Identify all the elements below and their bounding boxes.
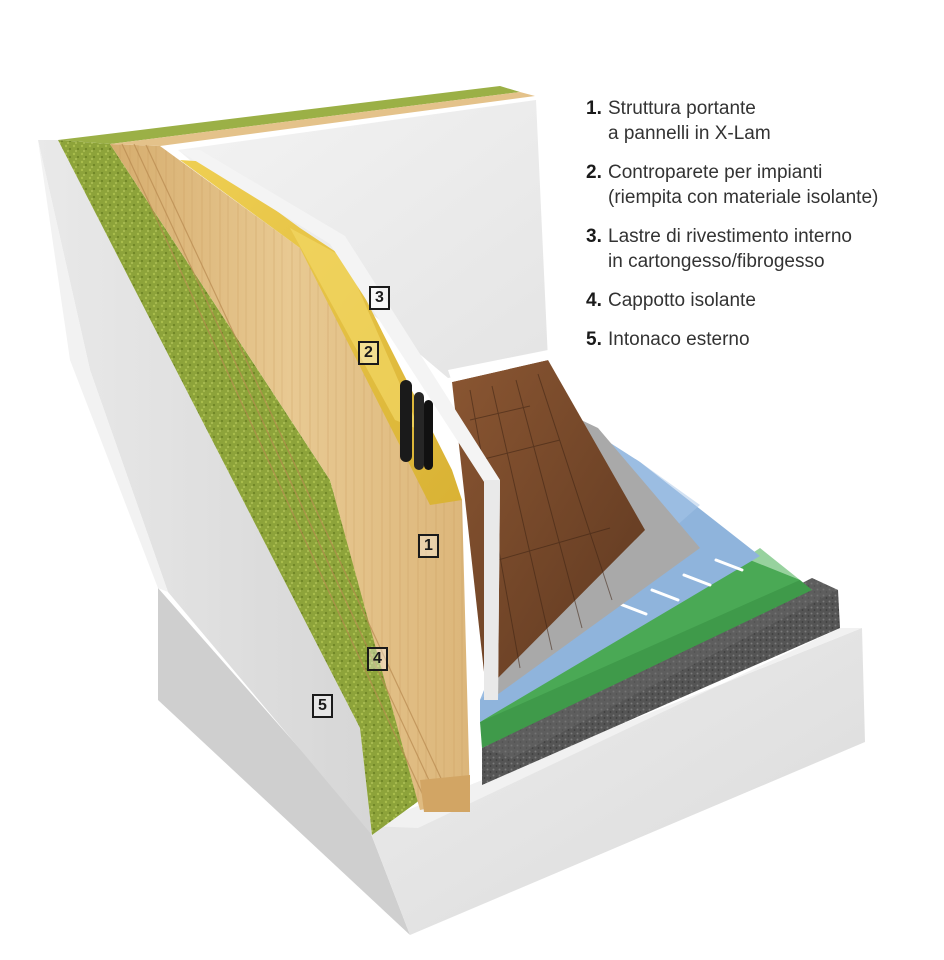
service-cavity-insulation: [180, 160, 462, 505]
legend-item-3: 3. Lastre di rivestimento interno in car…: [586, 224, 936, 274]
legend-text: Cappotto isolante: [608, 290, 756, 311]
legend-item-2: 2. Controparete per impianti (riempita c…: [586, 160, 936, 210]
callout-2: 2: [358, 341, 379, 365]
legend-text: Controparete per impianti: [608, 162, 823, 183]
gypsum-board: [178, 150, 500, 700]
legend-number: 4.: [586, 290, 602, 311]
gravel-layer: [482, 578, 840, 785]
legend-item-1: 1. Struttura portante a pannelli in X-La…: [586, 96, 936, 146]
callout-4: 4: [367, 647, 388, 671]
legend: 1. Struttura portante a pannelli in X-La…: [586, 96, 936, 366]
insulation-coat: [58, 86, 520, 835]
interior-back-wall: [178, 100, 548, 382]
callout-5: 5: [312, 694, 333, 718]
legend-item-4: 4. Cappotto isolante: [586, 288, 936, 313]
waterproof-membrane: [480, 548, 812, 748]
legend-number: 3.: [586, 226, 602, 247]
legend-text: a pannelli in X-Lam: [608, 123, 771, 144]
callout-1: 1: [418, 534, 439, 558]
legend-text: in cartongesso/fibrogesso: [608, 251, 825, 272]
legend-text: Intonaco esterno: [608, 329, 750, 350]
legend-number: 2.: [586, 162, 602, 183]
legend-number: 5.: [586, 329, 602, 350]
legend-text: (riempita con materiale isolante): [608, 187, 879, 208]
callout-3: 3: [369, 286, 390, 310]
legend-text: Struttura portante: [608, 98, 756, 119]
service-pipes: [400, 380, 433, 470]
exterior-plaster: [38, 140, 372, 835]
legend-text: Lastre di rivestimento interno: [608, 226, 852, 247]
legend-number: 1.: [586, 98, 602, 119]
legend-item-5: 5. Intonaco esterno: [586, 327, 936, 352]
xlam-panel: [110, 92, 535, 812]
